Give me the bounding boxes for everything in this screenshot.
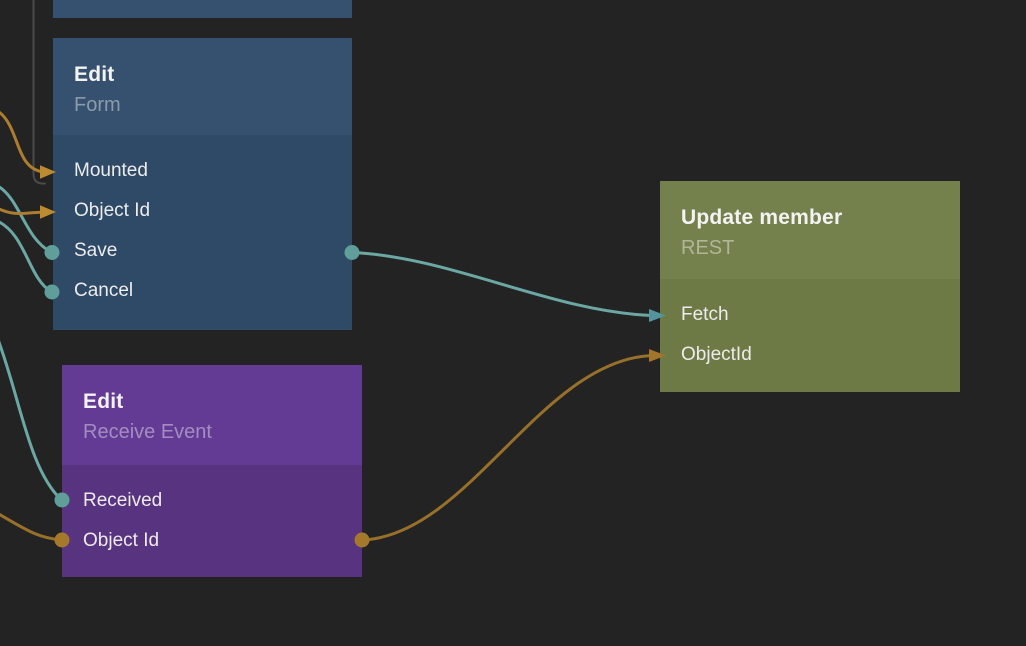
wire-gray-from-top[interactable] [32,0,47,185]
port-received[interactable]: Received [62,481,362,521]
wire-teal-into-received[interactable] [0,334,63,501]
wire-objectid-to-objectid[interactable] [361,354,651,542]
arrowhead-object-id-icon [40,205,56,219]
node-edit-receive-event-body: Received Object Id [62,465,362,577]
node-edit-form-body: Mounted Object Id Save Cancel [53,135,352,330]
node-title: Edit [74,63,115,86]
port-object-id[interactable]: Object Id [53,191,352,231]
wire-orange-into-received-object-id[interactable] [0,513,62,542]
node-subtitle: Receive Event [83,421,212,443]
node-update-member-header[interactable]: Update member REST [660,181,960,279]
port-dot-received-icon[interactable] [54,492,70,508]
port-label: ObjectId [681,344,752,365]
wire-orange-into-object-id[interactable] [0,207,42,216]
port-fetch[interactable]: Fetch [660,295,960,335]
node-subtitle: Form [74,94,121,116]
port-label: Object Id [83,530,160,551]
node-partial-top[interactable] [53,0,352,18]
node-edit-form[interactable]: Edit Form Mounted Object Id Save Cancel [53,38,352,330]
port-label: Object Id [74,200,151,221]
port-dot-cancel-icon[interactable] [44,284,60,300]
arrowhead-fetch-icon [649,309,666,322]
port-object-id[interactable]: Object Id [62,521,362,561]
node-subtitle: REST [681,237,735,259]
arrowhead-update-objectid-icon [649,349,666,362]
port-objectid[interactable]: ObjectId [660,335,960,375]
wire-orange-into-mounted[interactable] [0,110,42,173]
node-edit-receive-event[interactable]: Edit Receive Event Received Object Id [62,365,362,577]
node-edit-form-header[interactable]: Edit Form [53,38,352,135]
port-save[interactable]: Save [53,231,352,271]
node-update-member[interactable]: Update member REST Fetch ObjectId [660,181,960,392]
port-label: Cancel [74,280,134,301]
port-label: Received [83,490,163,511]
node-title: Edit [83,390,124,413]
port-label: Fetch [681,304,729,325]
node-update-member-body: Fetch ObjectId [660,279,960,392]
output-dot-receive-event-icon[interactable] [354,532,370,548]
port-label: Mounted [74,160,148,181]
node-edit-receive-event-header[interactable]: Edit Receive Event [62,365,362,465]
wire-teal-into-cancel[interactable] [0,220,52,293]
wire-save-to-fetch[interactable] [351,251,651,317]
wire-teal-into-save[interactable] [0,185,52,254]
port-label: Save [74,240,118,261]
node-title: Update member [681,206,843,229]
output-dot-edit-form-icon[interactable] [344,245,360,260]
port-mounted[interactable]: Mounted [53,151,352,191]
arrowhead-mounted-icon [40,165,56,179]
port-cancel[interactable]: Cancel [53,271,352,311]
port-dot-receive-object-id-icon[interactable] [54,532,70,548]
port-dot-save-icon[interactable] [44,245,60,260]
